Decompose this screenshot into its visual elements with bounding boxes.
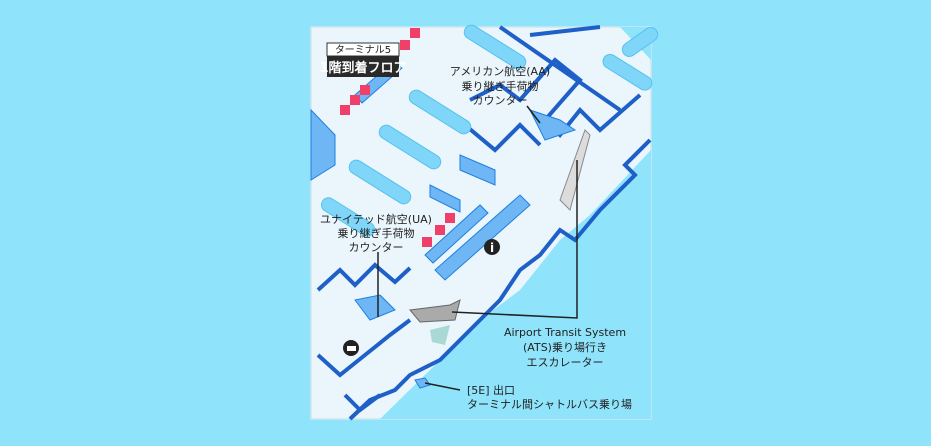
terminal-badge: ターミナル5 1階到着フロア <box>319 42 407 77</box>
aa-label-line1: アメリカン航空(AA) <box>450 64 550 78</box>
ats-label-line3: エスカレーター <box>527 356 604 369</box>
aa-label-line2: 乗り継ぎ手荷物 <box>462 79 539 93</box>
ua-label-line3: カウンター <box>349 241 404 254</box>
ats-escalator-shape <box>559 129 591 211</box>
outside-area <box>380 150 651 419</box>
aa-counter-label: アメリカン航空(AA) 乗り継ぎ手荷物 カウンター <box>450 64 550 107</box>
ats-label-line2: (ATS)乗り場行き <box>523 341 607 354</box>
exit-label: [5E] 出口 ターミナル間シャトルバス乗り場 <box>467 383 632 411</box>
ats-escalator-label: Airport Transit System (ATS)乗り場行き エスカレータ… <box>504 326 626 369</box>
walls <box>316 25 652 421</box>
baggage-carousels <box>320 24 659 237</box>
ua-label-line2: 乗り継ぎ手荷物 <box>338 226 415 240</box>
counters <box>310 59 577 389</box>
exit-label-line1: [5E] 出口 <box>467 383 515 397</box>
inspection-booths <box>340 28 455 247</box>
ua-label-line1: ユナイテッド航空(UA) <box>320 212 432 226</box>
baggage-service-icon[interactable] <box>343 340 359 356</box>
terminal-label: ターミナル5 <box>335 44 391 56</box>
escalator-shadow <box>430 325 450 345</box>
escalator-shape <box>409 299 461 323</box>
ats-label-line1: Airport Transit System <box>504 326 626 339</box>
aa-label-line3: カウンター <box>473 94 528 107</box>
exit-label-line2: ターミナル間シャトルバス乗り場 <box>467 398 632 411</box>
leader-lines <box>377 105 578 391</box>
ua-counter-label: ユナイテッド航空(UA) 乗り継ぎ手荷物 カウンター <box>320 212 432 254</box>
info-icon-glyph: i <box>490 241 494 255</box>
info-icon[interactable]: i <box>484 239 500 255</box>
floor-label: 1階到着フロア <box>319 60 406 76</box>
